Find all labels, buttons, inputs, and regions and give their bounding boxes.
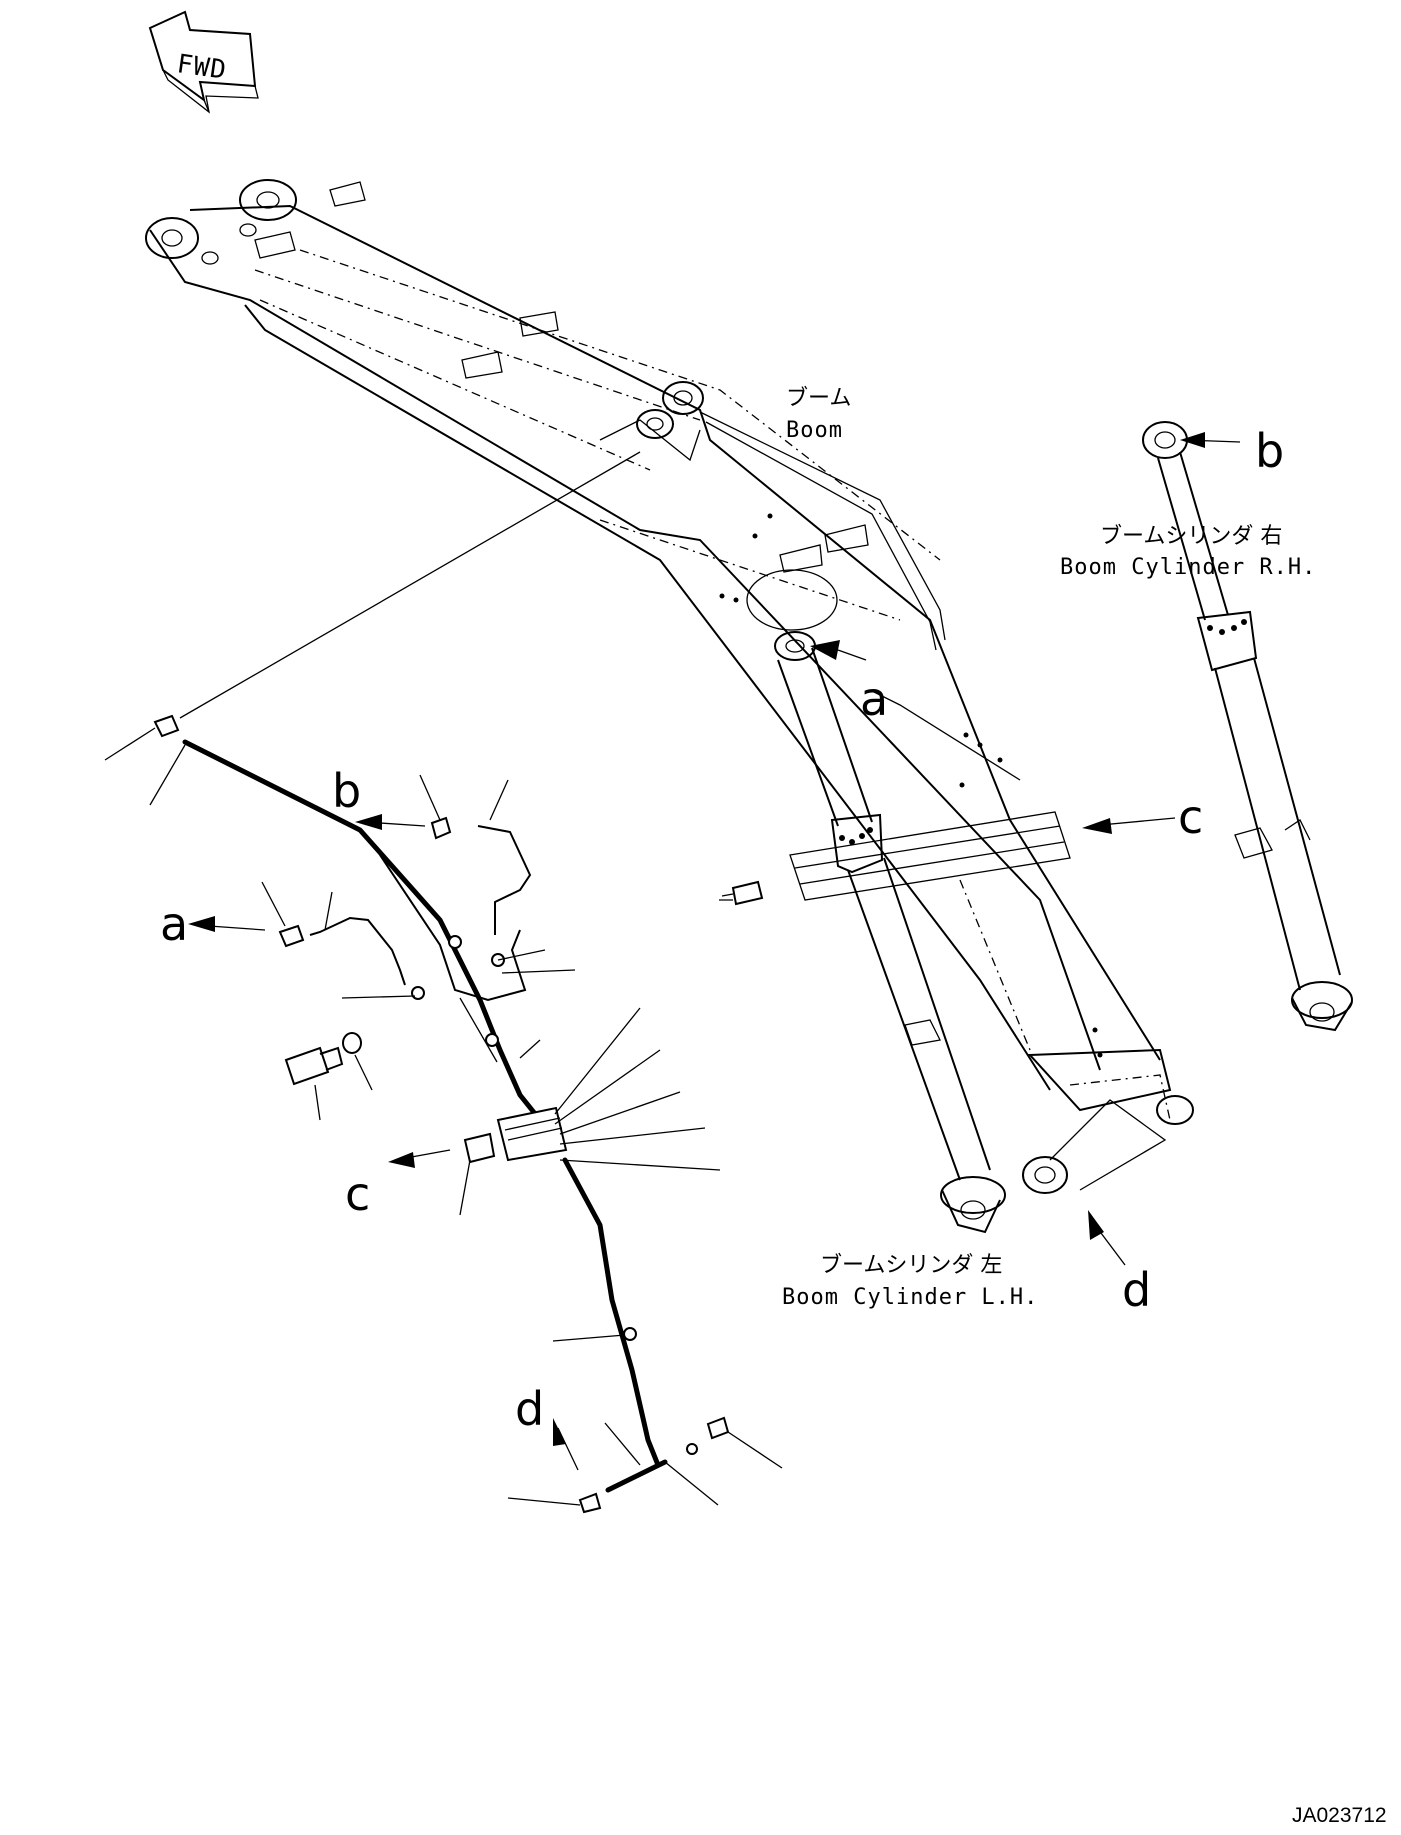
callout-a-main: a	[860, 672, 888, 726]
callout-b-right: b	[1255, 424, 1284, 478]
callout-c-left: c	[345, 1167, 370, 1221]
boom-structure	[145, 179, 1194, 1194]
boom-cylinder-lh	[746, 569, 1006, 1234]
cyl-rh-label-jp: ブームシリンダ 右	[1100, 524, 1282, 549]
fwd-arrow-icon: FWD	[148, 10, 259, 114]
callout-b-left: b	[332, 764, 361, 818]
clamp-plate-c	[719, 811, 1071, 906]
callout-d-left: d	[515, 1382, 544, 1436]
drawing-code: JA023712	[1292, 1804, 1387, 1827]
boom-cylinder-rh	[1142, 421, 1353, 1032]
callout-d-right: d	[1122, 1263, 1151, 1317]
boom-label-en: Boom	[786, 418, 843, 443]
callout-a-left: a	[160, 897, 188, 951]
piping-assembly	[104, 451, 783, 1514]
cyl-lh-label-jp: ブームシリンダ 左	[820, 1253, 1002, 1278]
callout-c-right: c	[1178, 790, 1203, 844]
cyl-rh-label-en: Boom Cylinder R.H.	[1060, 555, 1316, 580]
boom-label-jp: ブーム	[786, 386, 851, 411]
fwd-label: FWD	[175, 49, 229, 86]
cyl-lh-label-en: Boom Cylinder L.H.	[782, 1285, 1038, 1310]
callout-arrows	[188, 432, 1241, 1471]
